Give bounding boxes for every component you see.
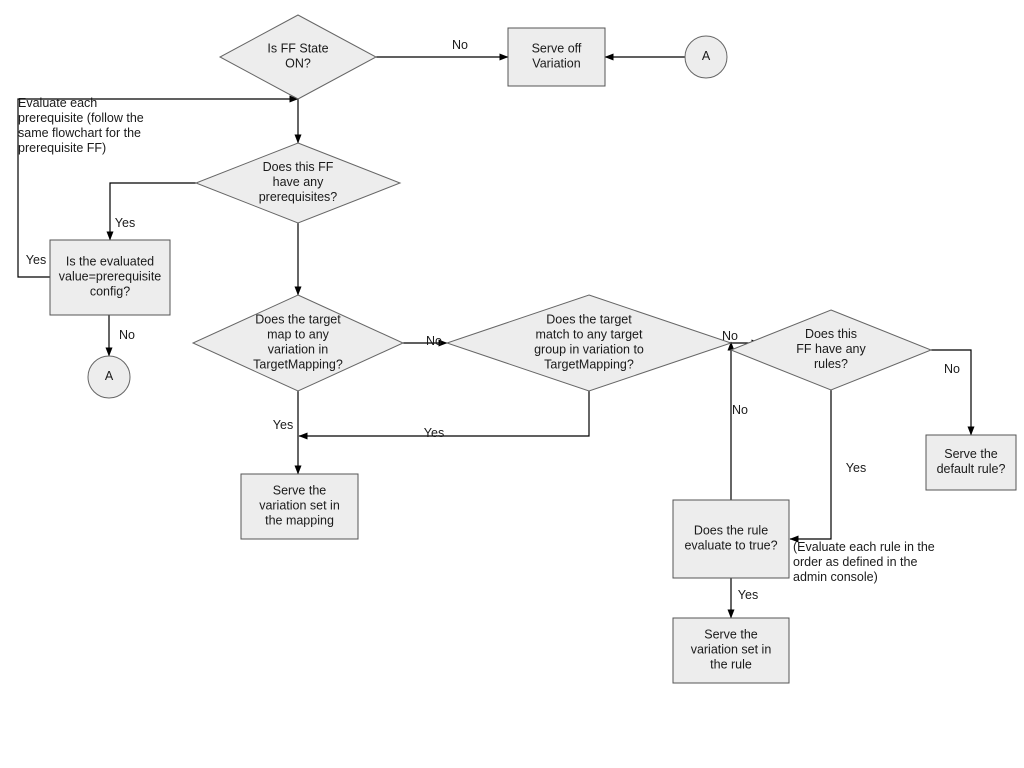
node-label: A — [702, 49, 711, 63]
edge-label-no: No — [426, 334, 442, 348]
process-shape — [672, 617, 790, 684]
flow-edge — [106, 182, 196, 241]
edge-label-yes: Yes — [273, 418, 293, 432]
flow-edge — [931, 349, 975, 436]
edge-label-yes: Yes — [424, 426, 444, 440]
decision-shape — [445, 294, 733, 392]
process-shape — [672, 499, 790, 579]
process-shape — [507, 27, 606, 87]
edge-label-yes: Yes — [26, 253, 46, 267]
decision-shape — [191, 294, 405, 392]
edge-label-no: No — [944, 362, 960, 376]
node-connector-a-top[interactable]: A — [684, 35, 728, 79]
decision-shape — [729, 309, 933, 391]
connector-shape — [684, 35, 728, 79]
edge-label-yes: Yes — [846, 461, 866, 475]
edge-label-no: No — [732, 403, 748, 417]
process-shape — [49, 239, 171, 316]
process-shape — [925, 434, 1017, 491]
decision-shape — [218, 14, 378, 100]
flow-edge — [298, 391, 590, 440]
edge-label-no: No — [452, 38, 468, 52]
process-shape — [240, 473, 359, 540]
flow-edge — [17, 95, 299, 278]
node-label: A — [105, 369, 114, 383]
flow-edge — [789, 390, 832, 543]
edge-label-yes: Yes — [115, 216, 135, 230]
edges-layer — [17, 53, 975, 619]
connector-shape — [87, 355, 131, 399]
edge-label-no: No — [722, 329, 738, 343]
edge-label-no: No — [119, 328, 135, 342]
edge-label-yes: Yes — [738, 588, 758, 602]
decision-shape — [194, 142, 402, 224]
node-connector-a-bottom[interactable]: A — [87, 355, 131, 399]
